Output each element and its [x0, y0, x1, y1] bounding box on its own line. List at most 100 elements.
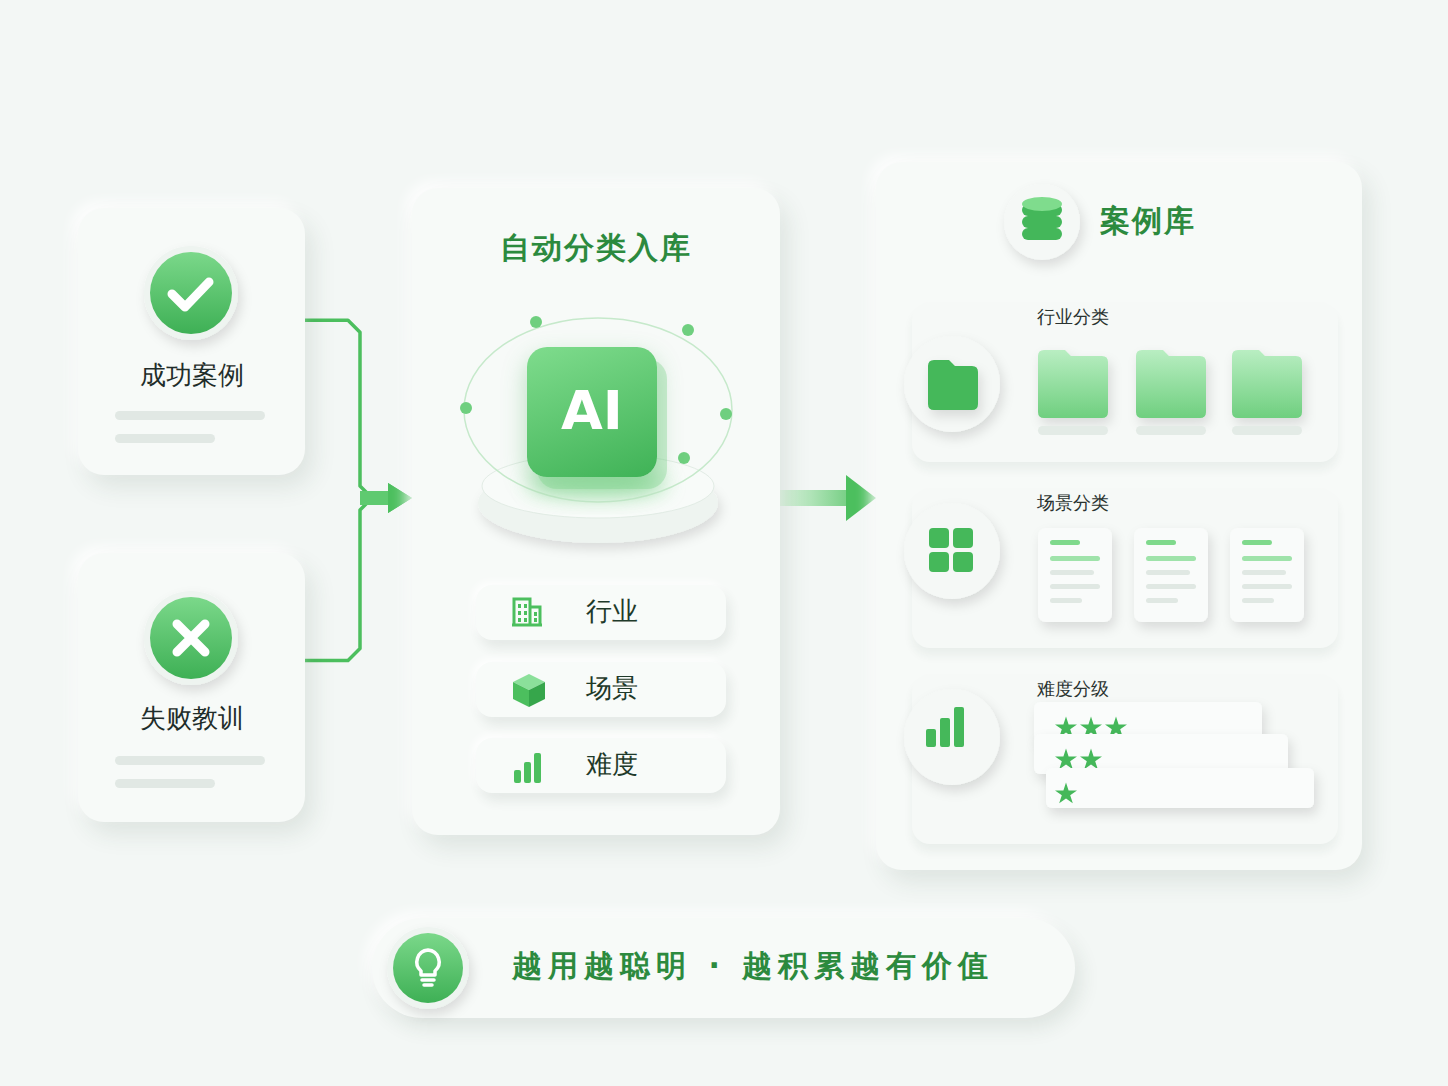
bar-icon [940, 718, 950, 747]
icon-ring [904, 503, 1000, 599]
text-placeholder [115, 434, 215, 443]
connector-shaft [360, 491, 388, 505]
building-window [534, 618, 537, 622]
document-line [1050, 584, 1100, 589]
orbit [464, 318, 732, 502]
document-line [1146, 584, 1196, 589]
illustration [912, 674, 1338, 844]
bar-icon [534, 753, 541, 783]
document-line [1242, 570, 1286, 575]
icon-disc [150, 597, 232, 679]
node-label: 失败教训 [140, 703, 244, 734]
document-line [1242, 584, 1292, 589]
illustration [912, 488, 1338, 648]
orbit-dot [678, 452, 690, 464]
document-line [1146, 598, 1178, 603]
icon-ring [387, 927, 469, 1009]
category-pill: 难度 [476, 738, 726, 793]
icon-ring [144, 246, 238, 340]
node-label: 难度 [586, 749, 638, 780]
grid-icon [953, 528, 973, 548]
node-label: 难度分级 [1037, 678, 1109, 700]
building-window [518, 604, 521, 608]
rating-star [1055, 748, 1077, 769]
building-window [518, 618, 521, 622]
building-icon [512, 599, 542, 625]
document-card [1134, 528, 1208, 622]
illustration [78, 208, 305, 475]
node-label: 自动分类入库 [500, 230, 692, 266]
folder-icon [928, 360, 978, 410]
icon-ring [144, 591, 238, 685]
document-card [1230, 528, 1304, 622]
database-icon [1022, 197, 1062, 211]
building-window [534, 612, 537, 616]
orbit-dot [530, 316, 542, 328]
document-line [1050, 598, 1082, 603]
cube-icon [529, 682, 545, 707]
document-line [1050, 570, 1094, 575]
icon-ring [1004, 184, 1080, 260]
text-placeholder [1232, 426, 1302, 435]
folder-icon [1136, 350, 1206, 418]
check-mark [172, 282, 209, 307]
cube-icon [513, 682, 529, 707]
illustration [912, 302, 1338, 462]
document-line [1146, 556, 1196, 561]
orbit-dot [460, 402, 472, 414]
flow-arrow [780, 475, 876, 521]
arrowhead [388, 483, 412, 513]
cross-mark [177, 624, 205, 652]
building-window [518, 611, 521, 615]
document-line [1242, 540, 1272, 545]
node-label: 案例库 [1100, 203, 1196, 239]
node-label: 行业 [586, 596, 638, 627]
text-placeholder [1136, 426, 1206, 435]
arrowhead [846, 475, 876, 521]
library-panel: 案例库行业分类场景分类难度分级 [876, 162, 1362, 870]
icon-ring [904, 689, 1000, 785]
flow-arrow [305, 483, 412, 661]
category-pill: 场景 [476, 662, 726, 717]
node-label: 场景分类 [1037, 492, 1109, 514]
rating-star [1055, 782, 1077, 803]
building-window [524, 604, 527, 608]
slogan-pill: 越用越聪明 · 越积累越有价值 [372, 918, 1075, 1018]
icon-disc [150, 252, 232, 334]
bar-icon [954, 707, 964, 747]
rating-strip [1046, 768, 1314, 808]
category-section: 场景分类 [912, 488, 1338, 648]
database-icon [1022, 216, 1062, 228]
node-label: 成功案例 [140, 360, 244, 391]
grid-icon [953, 552, 973, 572]
document-line [1050, 540, 1080, 545]
bar-icon [514, 770, 521, 783]
document-line [1146, 540, 1176, 545]
node-label: 越用越聪明 · 越积累越有价值 [512, 948, 994, 984]
icon-ring [904, 336, 1000, 432]
text-placeholder [115, 411, 265, 420]
category-pill: 行业 [476, 585, 726, 640]
folder-icon [1038, 350, 1108, 418]
document-line [1242, 556, 1292, 561]
text-placeholder [1038, 426, 1108, 435]
text-placeholder [115, 779, 215, 788]
rating-star [1080, 748, 1102, 769]
illustration [78, 553, 305, 822]
node-label: AI [561, 379, 623, 444]
category-section: 难度分级 [912, 674, 1338, 844]
bulb-icon [417, 950, 439, 975]
category-section: 行业分类 [912, 302, 1338, 462]
icon-disc [393, 933, 463, 1003]
bar-icon [926, 729, 936, 747]
flow-arrow [305, 320, 412, 513]
building-window [524, 611, 527, 615]
arrowhead [388, 483, 412, 513]
grid-icon [929, 528, 949, 548]
ai-chip: AI [527, 347, 657, 477]
document-line [1242, 598, 1274, 603]
building-window [524, 618, 527, 622]
process-panel: 自动分类入库 AI 行业场景难度 [412, 188, 780, 835]
orbit-dot [720, 408, 732, 420]
